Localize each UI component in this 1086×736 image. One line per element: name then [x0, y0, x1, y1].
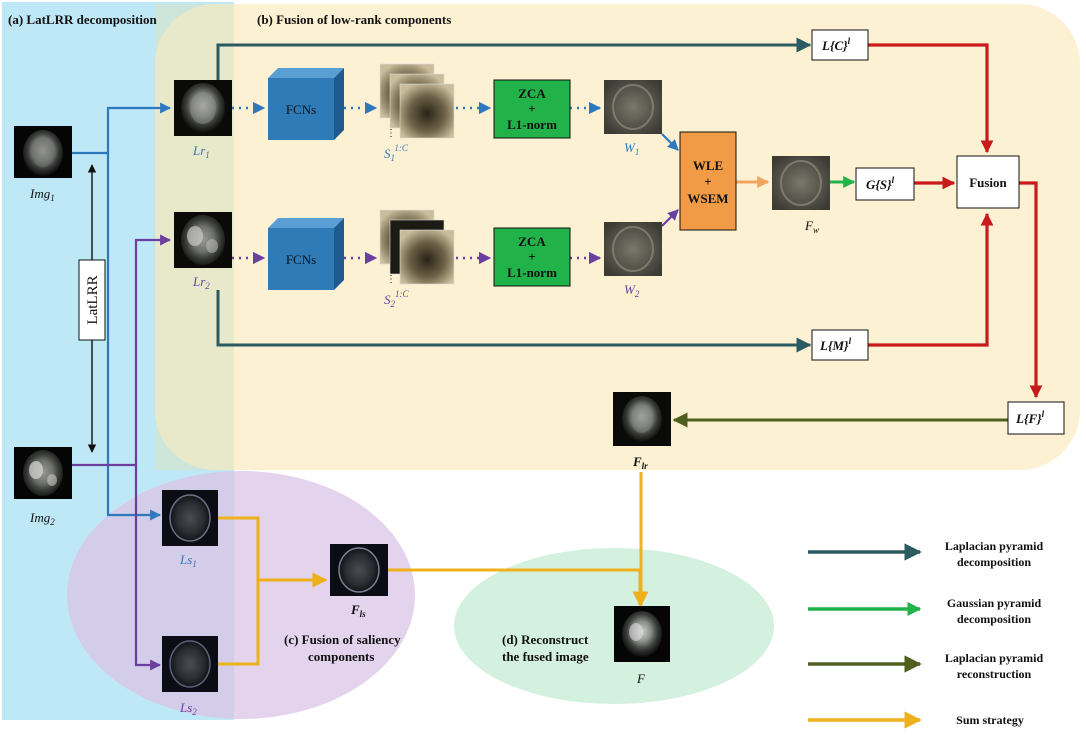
lm-box: L{M}l	[811, 329, 869, 361]
img2-label: Img2	[29, 510, 55, 527]
svg-text:WSEM: WSEM	[687, 191, 728, 206]
w2-image	[604, 222, 662, 276]
svg-text:+: +	[704, 174, 711, 189]
lr1-label: Lr1	[192, 143, 210, 160]
svg-text:L1-norm: L1-norm	[507, 117, 557, 132]
s2-feature-stack: ⋮	[379, 209, 455, 285]
svg-text:L{M}l: L{M}l	[819, 336, 852, 353]
flow-img1-to-lr1	[72, 102, 172, 155]
ls1-label: Ls1	[179, 552, 197, 569]
ls1-image	[162, 490, 218, 546]
final-fused-image	[614, 606, 670, 662]
svg-text:⋮: ⋮	[386, 128, 396, 139]
region-d-title-1: (d) Reconstruct	[502, 632, 589, 647]
flow-img2-to-lr2	[72, 234, 172, 467]
flow-lc-fusion	[868, 43, 994, 154]
svg-text:WLE: WLE	[693, 158, 723, 173]
svg-text:L1-norm: L1-norm	[507, 265, 557, 280]
fls-image	[330, 544, 388, 596]
flow-img2-to-ls2	[134, 465, 162, 671]
ls2-label: Ls2	[179, 700, 197, 717]
region-c-title-1: (c) Fusion of saliency	[284, 632, 401, 647]
img2-image	[14, 447, 72, 499]
flow-lr2-lm	[216, 290, 812, 353]
img1-image	[14, 126, 72, 178]
svg-text:Laplacian pyramid: Laplacian pyramid	[945, 539, 1044, 553]
svg-text:FCNs: FCNs	[286, 102, 316, 117]
svg-text:L{F}l: L{F}l	[1015, 409, 1045, 426]
zca-l1norm-box-1: ZCA + L1-norm	[493, 79, 571, 139]
s2-label: S21:C	[384, 289, 409, 309]
fw-label: Fw	[804, 218, 819, 235]
fw-image	[772, 156, 830, 210]
w2-label: W2	[624, 282, 640, 299]
latlrr-box: LatLRR	[78, 259, 106, 341]
flow-w1-wle	[661, 133, 679, 151]
region-a-title: (a) LatLRR decomposition	[8, 12, 158, 27]
svg-text:reconstruction: reconstruction	[957, 667, 1032, 681]
svg-text:ZCA: ZCA	[518, 86, 546, 101]
svg-text:+: +	[528, 101, 535, 116]
region-c-background	[67, 471, 415, 719]
fcn-block-1: FCNs	[268, 68, 344, 140]
final-fused-label: F	[636, 671, 646, 686]
region-c-title-2: components	[308, 649, 374, 664]
flr-image	[613, 392, 671, 446]
lr2-image	[174, 212, 232, 268]
svg-text:Sum strategy: Sum strategy	[956, 713, 1024, 727]
img1-label: Img1	[29, 186, 55, 203]
lr2-label: Lr2	[192, 274, 210, 291]
fusion-box: Fusion	[956, 155, 1020, 209]
svg-text:L{C}l: L{C}l	[821, 36, 851, 53]
svg-text:Fusion: Fusion	[969, 175, 1007, 190]
region-b-title: (b) Fusion of low-rank components	[257, 12, 451, 27]
zca-l1norm-box-2: ZCA + L1-norm	[493, 227, 571, 287]
svg-text:LatLRR: LatLRR	[85, 275, 101, 324]
fcn-block-2: FCNs	[268, 218, 344, 290]
legend-item-laplacian-reconstruction: Laplacian pyramid reconstruction	[808, 651, 1043, 681]
legend-item-sum-strategy: Sum strategy	[808, 711, 1024, 729]
lr1-image	[174, 80, 232, 136]
flow-img1-to-ls1	[106, 153, 162, 521]
flow-lm-fusion	[868, 212, 994, 347]
svg-text:Gaussian pyramid: Gaussian pyramid	[947, 596, 1042, 610]
gs-box: G{S}l	[855, 167, 915, 201]
region-d-title-2: the fused image	[502, 649, 589, 664]
s1-label: S11:C	[384, 143, 409, 163]
flow-fusion-lf	[1018, 181, 1043, 399]
svg-text:FCNs: FCNs	[286, 252, 316, 267]
svg-text:G{S}l: G{S}l	[866, 175, 895, 192]
fls-label: Fls	[350, 602, 366, 619]
flr-label: Flr	[632, 454, 648, 471]
flow-lr1-lc	[216, 37, 812, 80]
ls2-image	[162, 636, 218, 692]
svg-text:decomposition: decomposition	[957, 555, 1031, 569]
svg-text:Laplacian pyramid: Laplacian pyramid	[945, 651, 1044, 665]
legend-item-gaussian-decomposition: Gaussian pyramid decomposition	[808, 596, 1042, 626]
svg-text:decomposition: decomposition	[957, 612, 1031, 626]
wle-wsem-box: WLE + WSEM	[679, 131, 737, 231]
svg-text:ZCA: ZCA	[518, 234, 546, 249]
w1-label: W1	[624, 140, 639, 157]
s1-feature-stack: ⋮	[379, 63, 455, 139]
lc-box: L{C}l	[811, 29, 869, 61]
flow-w2-wle	[661, 209, 679, 227]
legend-item-laplacian-decomposition: Laplacian pyramid decomposition	[808, 539, 1043, 569]
svg-text:⋮: ⋮	[386, 274, 396, 285]
legend: Laplacian pyramid decomposition Gaussian…	[808, 539, 1043, 729]
w1-image	[604, 80, 662, 134]
flow-ls2-sum	[218, 572, 328, 666]
lf-box: L{F}l	[1007, 401, 1065, 435]
flow-ls1-sum	[218, 516, 260, 580]
svg-text:+: +	[528, 249, 535, 264]
